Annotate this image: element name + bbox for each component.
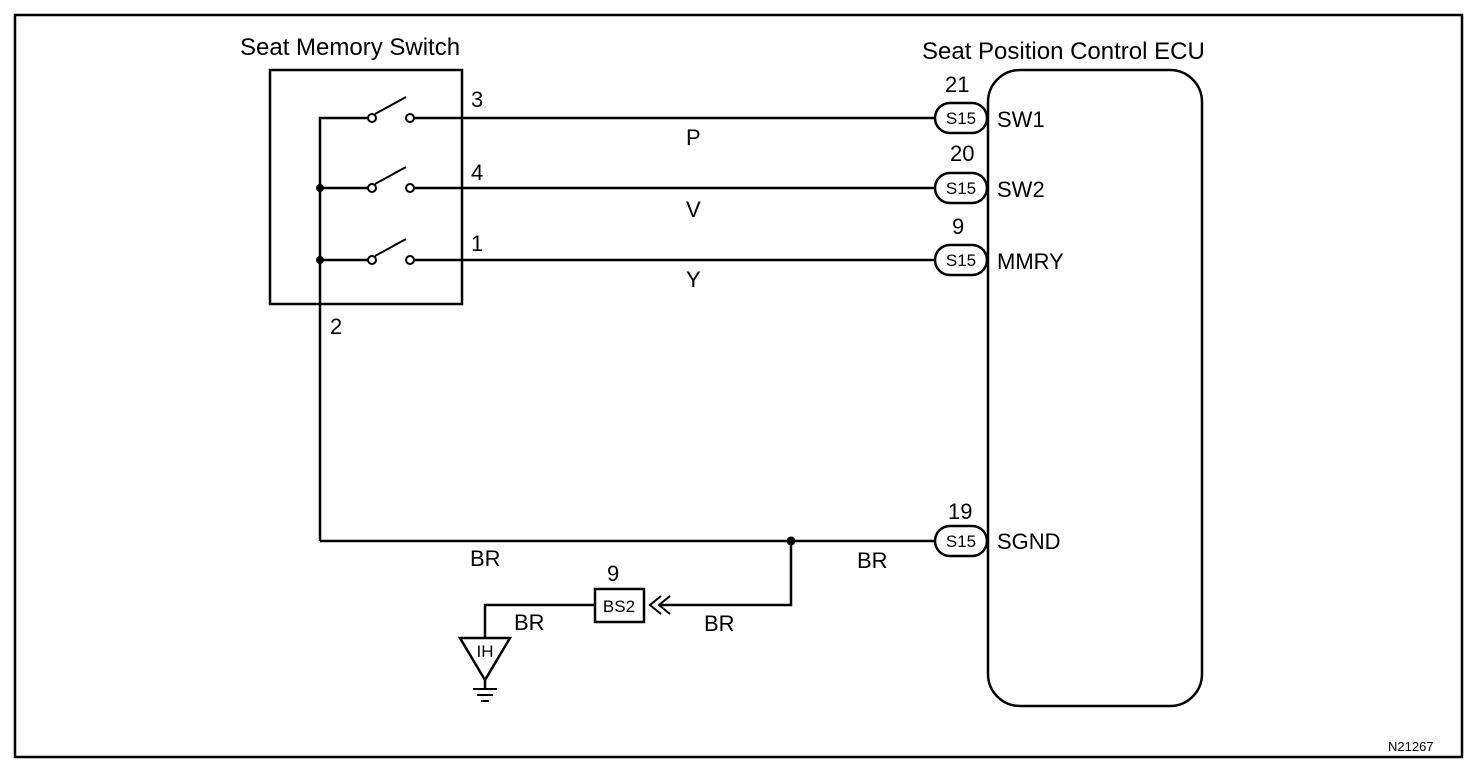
ecu-connector-sw2 — [933, 171, 989, 205]
wire-color-sw1: P — [686, 125, 701, 150]
ground-icon — [457, 636, 513, 702]
switch-contact-sw2 — [367, 166, 415, 193]
ecu-terminal-sgnd: SGND — [997, 529, 1061, 554]
switch-pin-4: 4 — [471, 160, 483, 185]
ecu-connector-label-mmry: S15 — [946, 251, 976, 270]
ecu-pin-sw2: 20 — [950, 141, 974, 166]
junction-pin: 9 — [607, 561, 619, 586]
ecu-connector-label-sw2: S15 — [946, 179, 976, 198]
ecu-connector-label-sw1: S15 — [946, 109, 976, 128]
wire-color-sw2: V — [686, 197, 701, 222]
junction-label: BS2 — [603, 597, 635, 616]
wire-color-mmry: Y — [686, 267, 701, 292]
ecu-title: Seat Position Control ECU — [922, 38, 1205, 65]
ground-point-label: IH — [477, 642, 494, 661]
switch-pin-3: 3 — [471, 87, 483, 112]
switch-pin-1: 1 — [471, 231, 483, 256]
ecu-pin-mmry: 9 — [952, 214, 964, 239]
figure-id: N21267 — [1388, 739, 1434, 754]
junction-arrow-icon — [648, 595, 671, 615]
ecu-connector-label-sgnd: S15 — [946, 532, 976, 551]
ecu-terminal-sw2: SW2 — [997, 177, 1045, 202]
ecu-terminal-sw1: SW1 — [997, 107, 1045, 132]
diagram-frame — [13, 13, 1464, 759]
ecu-pin-sgnd: 19 — [948, 499, 972, 524]
switch-title: Seat Memory Switch — [240, 34, 460, 61]
wire-to-earth — [483, 603, 595, 638]
wire-color-to-earth: BR — [514, 610, 545, 635]
wire-color-ground-left: BR — [470, 546, 501, 571]
ecu-terminal-mmry: MMRY — [997, 249, 1064, 274]
wire-color-ground-right: BR — [857, 548, 888, 573]
switch-pin-2: 2 — [330, 314, 342, 339]
wire-color-to-junction: BR — [704, 611, 735, 636]
ecu-connector-sw1 — [933, 101, 989, 135]
wire-to-junction — [660, 541, 793, 607]
switch-contact-mmry — [367, 238, 415, 265]
ecu-connector-mmry — [933, 243, 989, 277]
ecu-body — [986, 68, 1204, 708]
ecu-pin-sw1: 21 — [945, 72, 969, 97]
switch-common-wire — [318, 116, 372, 541]
switch-contact-sw1 — [367, 96, 415, 123]
